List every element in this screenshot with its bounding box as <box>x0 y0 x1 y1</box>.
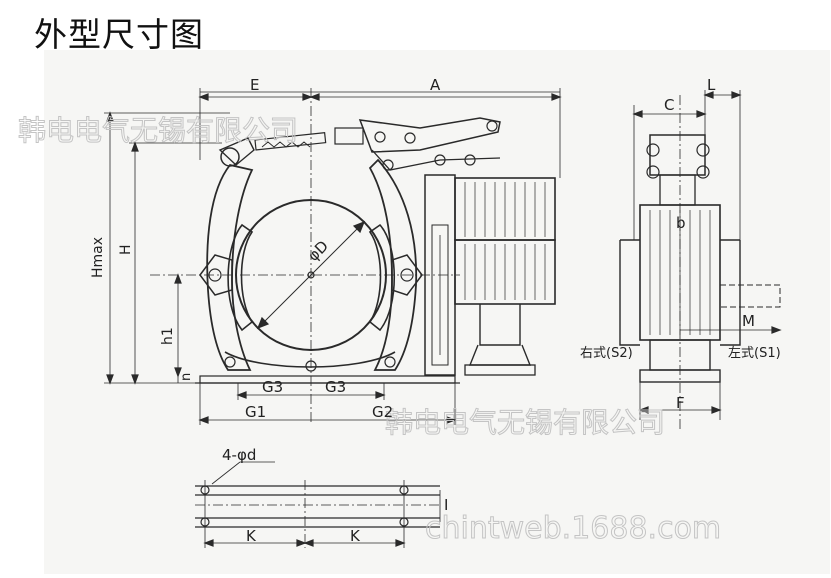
drawing-sheet <box>44 50 830 574</box>
top-lever <box>358 117 501 153</box>
dim-label-C: C <box>664 96 674 114</box>
dim-label-K-left: K <box>246 527 257 545</box>
dim-label-D: φD <box>304 237 332 265</box>
dim-label-H: H <box>118 244 134 255</box>
right-brake-shoe <box>368 223 395 332</box>
left-brake-shoe <box>227 223 254 332</box>
dim-label-G3-left: G3 <box>262 378 283 396</box>
dim-label-L: L <box>707 76 716 94</box>
dim-label-F: F <box>676 394 685 412</box>
spring-rod <box>254 132 327 151</box>
dim-label-n: n <box>179 373 194 381</box>
dim-label-Hmax: Hmax <box>90 237 106 278</box>
dim-label-holes: 4-φd <box>222 446 256 464</box>
dim-label-G2: G2 <box>372 403 393 421</box>
watermark-top: 韩电电气无锡有限公司 <box>18 114 298 147</box>
dim-label-M: M <box>742 312 755 330</box>
right-brake-arm <box>368 158 418 371</box>
left-brake-arm <box>206 163 254 371</box>
dim-label-G3-right: G3 <box>325 378 346 396</box>
dim-label-A: A <box>430 76 441 94</box>
page-title: 外型尺寸图 <box>34 15 204 54</box>
dim-label-I: I <box>444 496 448 514</box>
dim-label-K-right: K <box>350 527 361 545</box>
dim-label-G1: G1 <box>245 403 266 421</box>
dim-label-b: b <box>676 214 686 232</box>
label-left-type-S1: 左式(S1) <box>728 346 781 361</box>
label-right-type-S2: 右式(S2) <box>580 346 633 361</box>
watermark-site: chintweb.1688.com <box>425 511 721 546</box>
dim-label-h1: h1 <box>160 327 176 345</box>
watermark-bottom: 韩电电气无锡有限公司 <box>385 406 665 439</box>
dim-label-E-top: E <box>250 76 259 94</box>
